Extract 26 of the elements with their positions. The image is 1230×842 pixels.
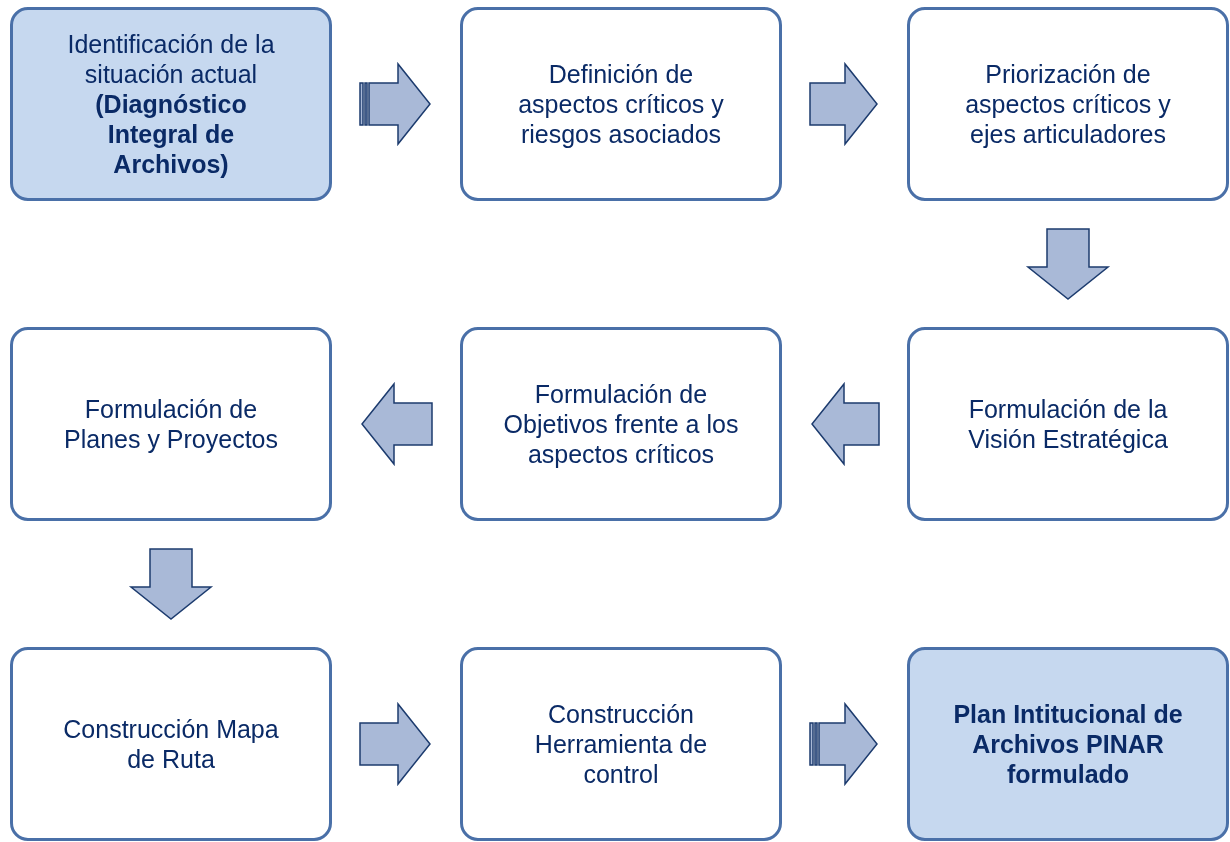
step-text: Definición de aspectos críticos y riesgos asociados [517,59,725,149]
block-arrow [361,381,433,467]
process-box [10,327,332,521]
process-box [10,7,332,201]
step-text: Construcción Mapa de Ruta [62,714,280,774]
block-arrow [809,61,878,147]
process-box [460,647,782,841]
process-box [907,647,1229,841]
step-text: Construcción Herramienta de control [533,699,709,789]
process-box [10,647,332,841]
step-text: Formulación de Planes y Proyectos [63,394,279,454]
block-arrow [359,701,431,787]
block-arrow [809,701,878,787]
block-arrow [811,381,880,467]
block-arrow [128,548,214,620]
step-text: Formulación de Objetivos frente a los aspectos críticos [502,379,740,469]
process-box [460,7,782,201]
process-box [460,327,782,521]
step-text: Formulación de la Visión Estratégica [967,394,1169,454]
block-arrow [1025,228,1111,300]
process-box [907,327,1229,521]
process-box [907,7,1229,201]
block-arrow [359,61,431,147]
step-text: Priorización de aspectos críticos y ejes articuladores [964,59,1172,149]
step-text: Plan Intitucional de Archivos PINAR formulado [952,699,1184,789]
step-text: Identificación de la situación actual (Diagnóstico Integral de Archivos) [66,29,276,179]
